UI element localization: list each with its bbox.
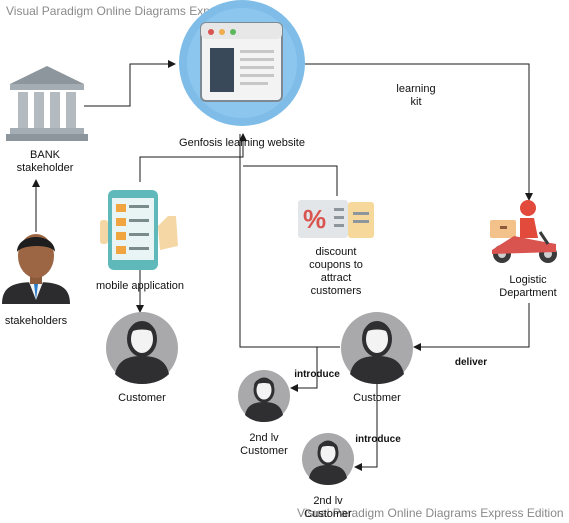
watermark-bottom: Visual Paradigm Online Diagrams Express … bbox=[297, 506, 564, 520]
introduce-edge-label: introduce bbox=[355, 434, 401, 445]
customer-label: Customer bbox=[353, 392, 401, 404]
edge-logistic-deliver bbox=[413, 303, 530, 351]
logistic-department-label: Logistic Department bbox=[499, 274, 557, 299]
customer-label: Customer bbox=[118, 392, 166, 404]
businessman-icon bbox=[2, 234, 70, 304]
browser-window-icon bbox=[179, 0, 305, 126]
edge-mobile-to-website bbox=[139, 133, 247, 182]
edge-introduce-a bbox=[290, 347, 318, 392]
introduce-edge-label: introduce bbox=[294, 369, 340, 380]
stakeholders-label: stakeholders bbox=[4, 315, 68, 327]
second-level-customer-label: 2nd lv Customer bbox=[240, 432, 288, 457]
delivery-scooter-icon bbox=[490, 200, 557, 263]
discount-coupons-label: discount coupons to attract customers bbox=[309, 246, 363, 297]
second-level-customer-avatar-icon bbox=[238, 370, 290, 422]
svg-text:%: % bbox=[303, 204, 326, 234]
website-label: Genfosis learning website bbox=[179, 137, 305, 149]
edge-introduce-b bbox=[354, 384, 378, 471]
customer-avatar-icon bbox=[106, 312, 178, 384]
second-level-customer-label: 2nd lv Customer bbox=[304, 495, 352, 520]
second-level-customer-avatar-icon bbox=[302, 433, 354, 485]
learning-kit-edge-label: learning kit bbox=[396, 83, 436, 108]
edge-website-to-logistic bbox=[305, 63, 533, 201]
discount-coupon-icon: % bbox=[298, 200, 374, 238]
mobile-app-icon bbox=[100, 190, 178, 270]
edge-bank-to-website bbox=[84, 60, 176, 107]
deliver-edge-label: deliver bbox=[454, 357, 488, 368]
customer-avatar-icon bbox=[341, 312, 413, 384]
edge-discount-to-website bbox=[243, 165, 338, 196]
mobile-application-label: mobile application bbox=[95, 280, 185, 292]
bank-building-icon bbox=[6, 66, 88, 141]
bank-stakeholder-label: BANK stakeholder bbox=[16, 149, 74, 174]
edge-customer-to-website bbox=[239, 134, 340, 348]
